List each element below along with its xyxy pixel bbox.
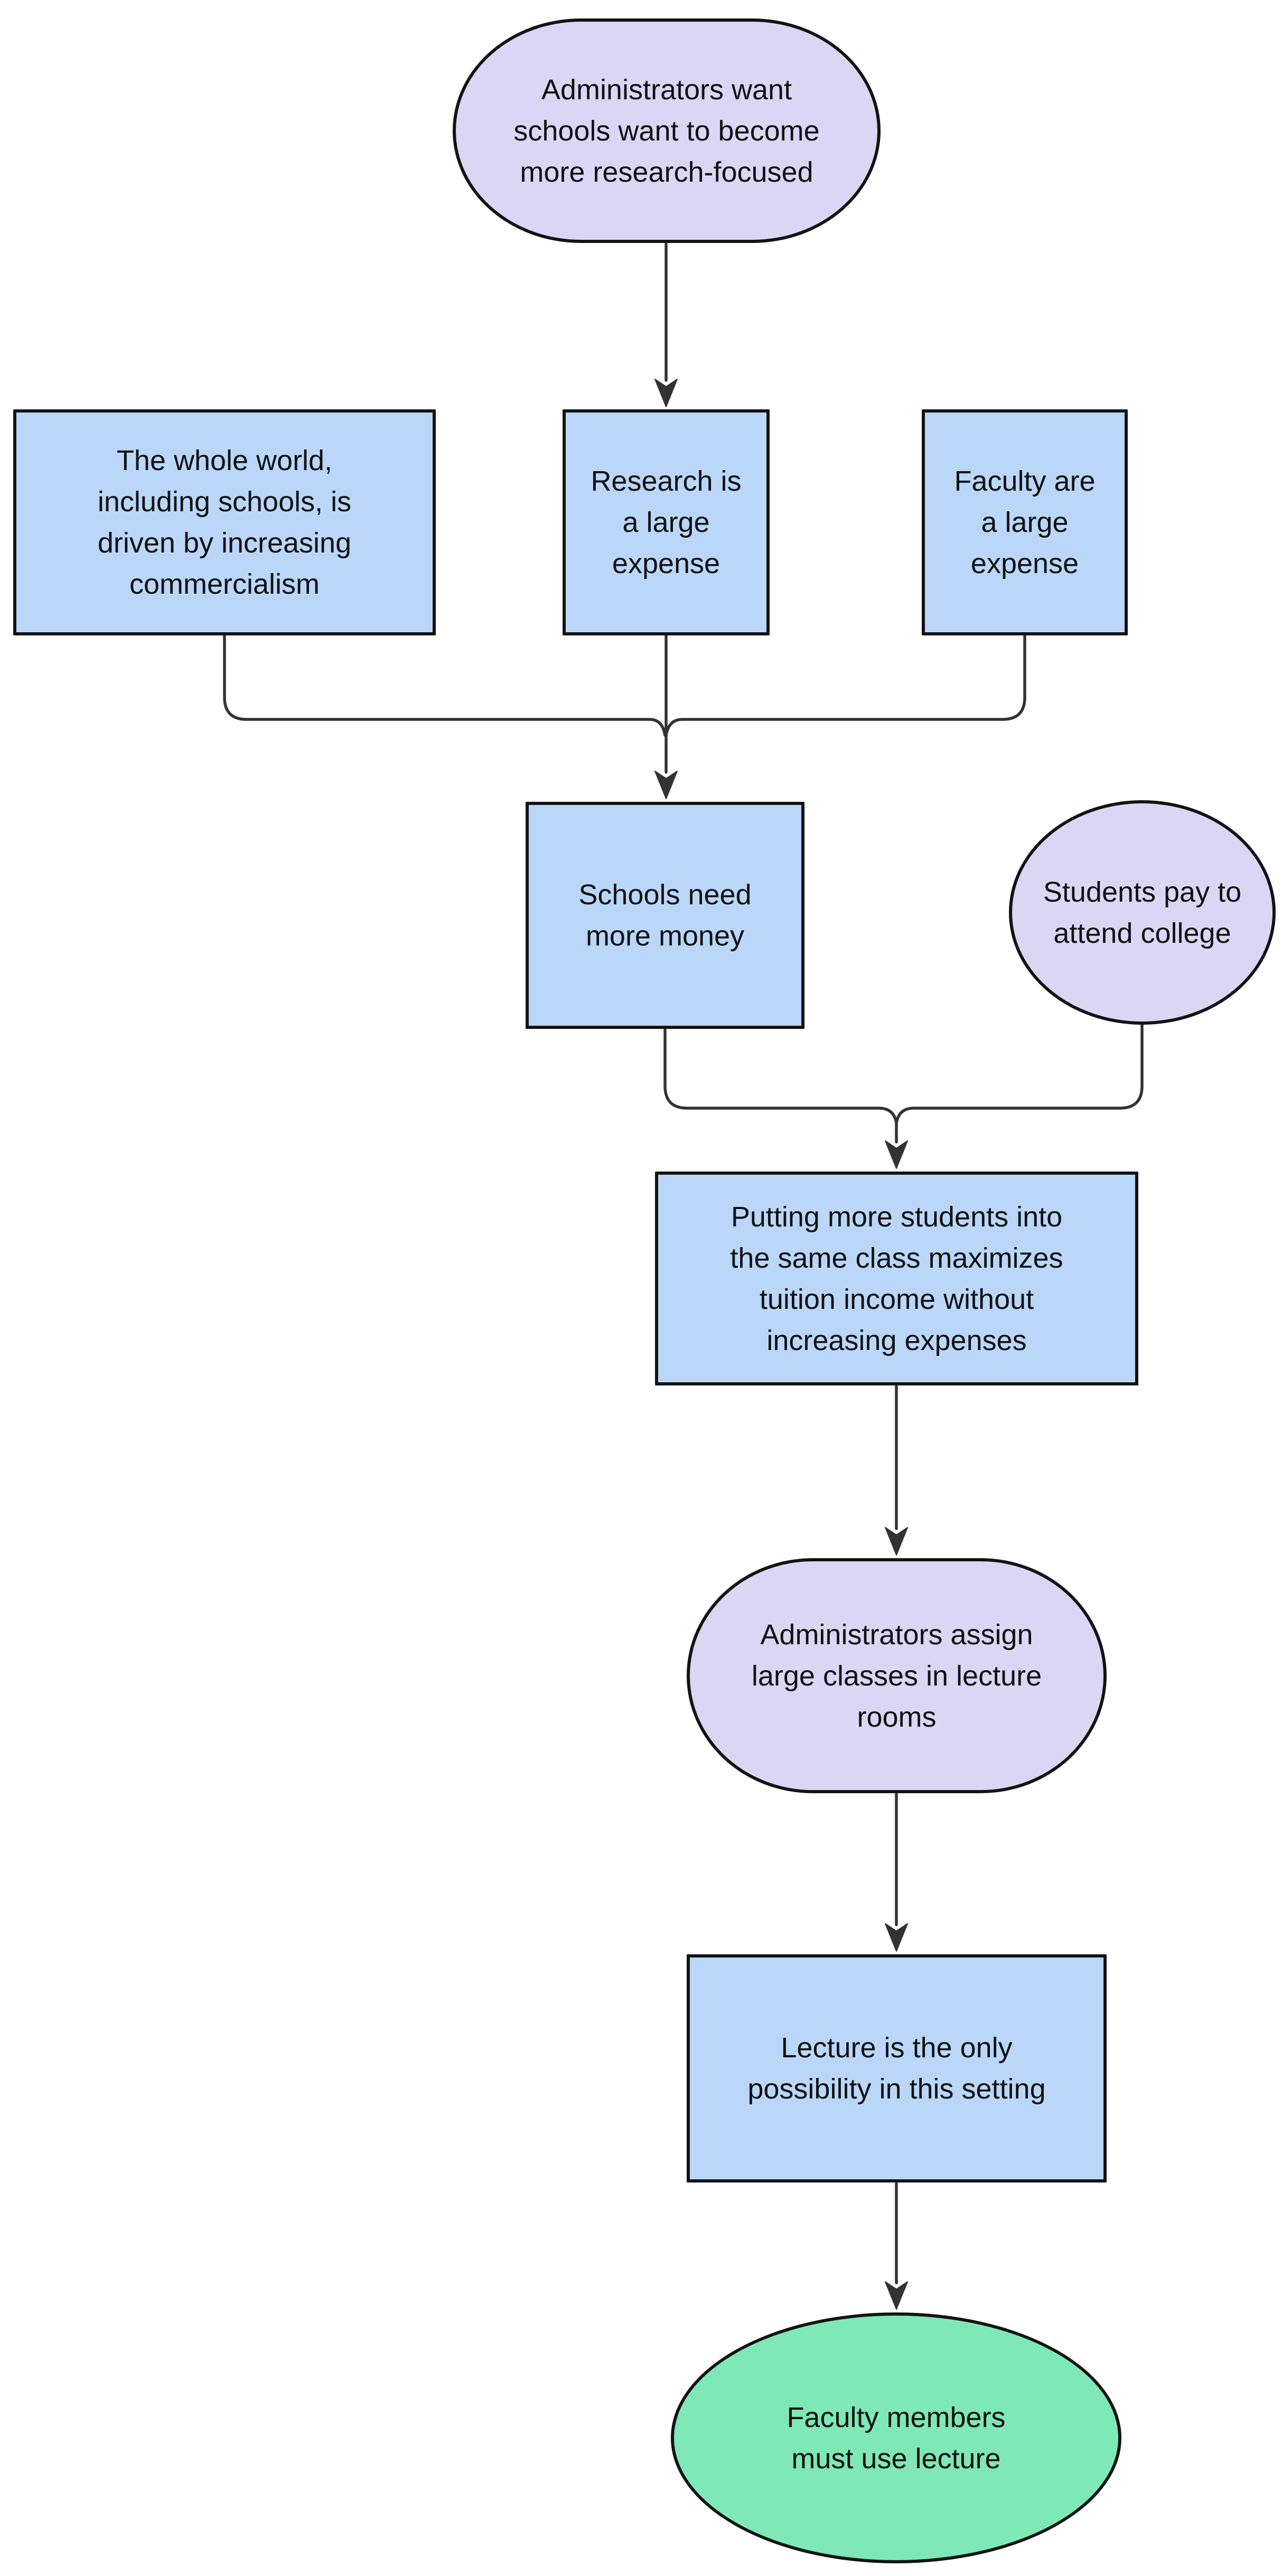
node-more-students-same-class: Putting more students into the same class… (655, 1172, 1138, 1385)
node-label-line: a large (981, 507, 1069, 538)
node-label-line: tuition income without (759, 1283, 1034, 1315)
node-label-line: expense (612, 548, 720, 579)
node-label-line: Administrators assign (760, 1618, 1033, 1651)
edge-schools-need-money-to-more-students-same-class (663, 1027, 898, 1125)
node-label-line: including schools, is (97, 486, 352, 518)
node-students-pay: Students pay to attend college (1009, 800, 1276, 1025)
node-label-line: expense (970, 548, 1079, 579)
node-label: Putting more students into the same class… (658, 1196, 1135, 1361)
node-label-line: more research-focused (520, 156, 813, 188)
node-label: Lecture is the only possibility in this s… (690, 2027, 1103, 2110)
node-label: Research is a large expense (566, 461, 766, 584)
arrowhead-icon (654, 771, 678, 799)
node-label-line: commercialism (129, 568, 320, 600)
node-label-line: schools want to become (513, 115, 820, 147)
node-label-line: attend college (1053, 917, 1231, 949)
node-research-expense: Research is a large expense (563, 409, 770, 635)
node-label-line: more money (585, 920, 745, 952)
edge-faculty-expense-to-schools-need-money (665, 634, 1026, 737)
node-label-line: a large (622, 507, 710, 538)
edge-world-commercialism-to-schools-need-money (223, 634, 667, 737)
node-label: Administrators assign large classes in le… (690, 1614, 1103, 1738)
node-label: Schools need more money (529, 874, 801, 957)
node-world-commercialism: The whole world, including schools, is dri… (13, 409, 436, 635)
node-label-line: Lecture is the only (781, 2032, 1013, 2064)
node-label-line: Faculty are (954, 465, 1096, 497)
node-label-line: The whole world, (116, 445, 333, 476)
node-label-line: Faculty members (787, 2401, 1006, 2433)
node-label-line: Schools need (578, 879, 752, 911)
node-label-line: rooms (857, 1701, 937, 1733)
node-admin-assign-lecture-rooms: Administrators assign large classes in le… (687, 1558, 1107, 1793)
node-label: Faculty members must use lecture (674, 2397, 1118, 2479)
node-label: Students pay to attend college (1012, 872, 1272, 954)
node-label: Administrators want schools want to becom… (456, 69, 877, 193)
node-admin-want-research: Administrators want schools want to becom… (453, 18, 881, 243)
node-faculty-expense: Faculty are a large expense (922, 409, 1128, 635)
node-label-line: increasing expenses (766, 1324, 1027, 1356)
node-label-line: must use lecture (791, 2442, 1001, 2475)
node-label: Faculty are a large expense (925, 461, 1125, 584)
node-lecture-only-possibility: Lecture is the only possibility in this s… (687, 1954, 1107, 2182)
node-label-line: Research is (591, 465, 742, 497)
arrowhead-icon (885, 1527, 908, 1556)
node-label-line: possibility in this setting (747, 2073, 1046, 2105)
node-label-line: Putting more students into (731, 1201, 1063, 1233)
node-label-line: driven by increasing (97, 527, 352, 559)
node-schools-need-money: Schools need more money (526, 802, 804, 1029)
edge-students-pay-to-more-students-same-class (895, 1023, 1144, 1125)
arrowhead-icon (885, 2281, 908, 2310)
arrowhead-icon (885, 1140, 908, 1169)
node-faculty-must-lecture: Faculty members must use lecture (671, 2312, 1121, 2563)
arrowhead-icon (885, 1923, 908, 1952)
arrowhead-icon (654, 379, 678, 407)
node-label-line: large classes in lecture (751, 1660, 1042, 1692)
node-label: The whole world, including schools, is dri… (16, 440, 433, 605)
node-label-line: Administrators want (541, 73, 792, 106)
node-label-line: Students pay to (1043, 876, 1242, 908)
node-label-line: the same class maximizes (730, 1242, 1063, 1274)
